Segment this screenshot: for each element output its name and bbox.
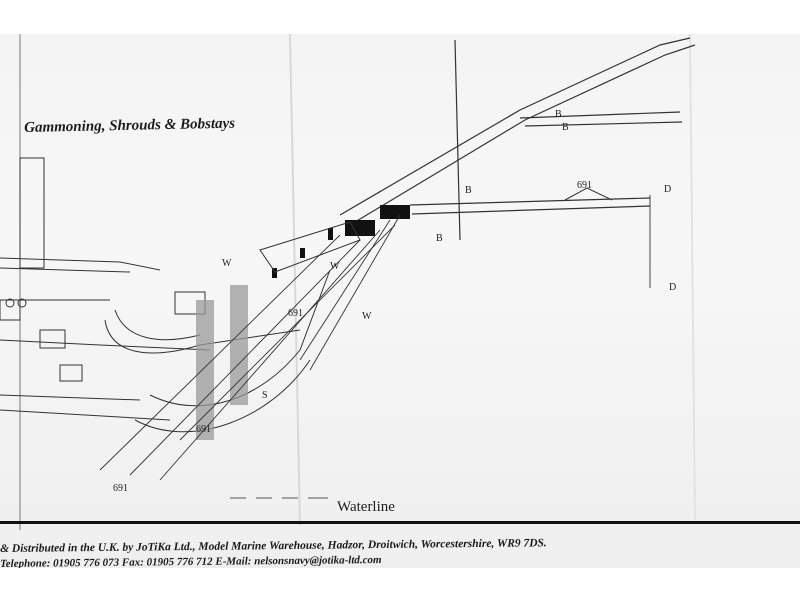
label-b1: B [555,109,562,120]
gammoning-bands [272,205,410,278]
label-691-low: 691 [196,424,211,435]
foremast [19,157,45,269]
background-band [0,568,800,600]
hull [0,257,331,433]
label-w2: W [330,261,340,272]
label-691-bottom: 691 [113,483,128,494]
label-691-top: 691 [577,180,592,191]
fold-line-right [689,33,696,521]
label-d1: D [664,184,672,195]
bowsprit [339,37,696,241]
bracket-691 [564,187,613,201]
shroud-hatching [196,285,248,440]
waterline-label: Waterline [337,499,395,515]
label-s: S [262,390,268,401]
rigging-lines [99,195,651,481]
label-b2: B [562,122,569,133]
label-691-mid: 691 [288,308,303,319]
label-w1: W [222,258,232,269]
label-b3: B [465,185,472,196]
label-b4: B [436,233,443,244]
label-d2: D [669,282,677,293]
plan-sheet [0,34,800,568]
label-w3: W [362,311,372,322]
footer-border [0,521,800,584]
